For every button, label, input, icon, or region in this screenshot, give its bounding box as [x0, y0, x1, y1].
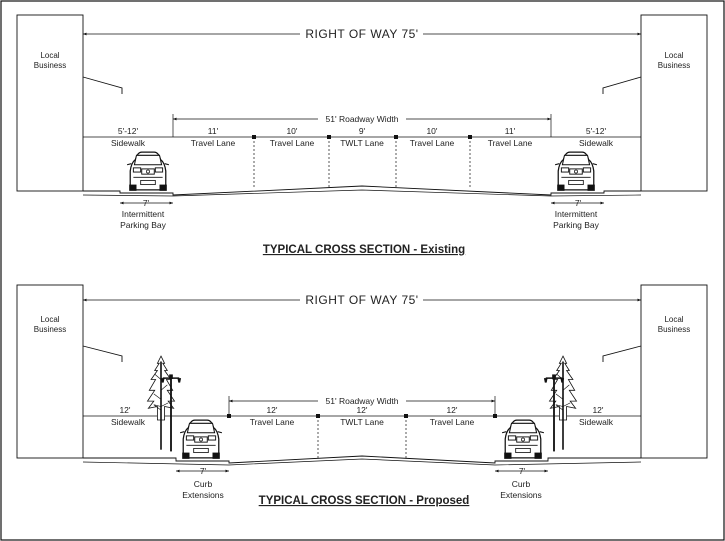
existing-left-parking-label-1: Intermittent — [122, 209, 165, 219]
proposed-right-curb-label-2: Extensions — [500, 490, 542, 500]
existing-right-parking-dim-label: 7' — [575, 198, 582, 208]
existing-road-profile — [83, 185, 641, 196]
proposed-right-business-label-2: Business — [658, 325, 690, 334]
existing-right-business-building — [640, 14, 708, 192]
existing-roadway-width-label: 51' Roadway Width — [326, 114, 399, 124]
existing-left-parking-label-2: Parking Bay — [120, 220, 167, 230]
proposed-right-business-building — [640, 284, 708, 459]
existing-lane-dividers — [252, 135, 472, 189]
proposed-lane-dividers — [227, 414, 497, 458]
existing-lane-name: Travel Lane — [410, 138, 455, 148]
proposed-right-awning — [602, 345, 642, 362]
existing-lane-dim: 9' — [359, 126, 366, 136]
proposed-lane-dim: 12' — [356, 405, 367, 415]
existing-section: Local Business Local Business RIGHT OF W… — [16, 14, 708, 256]
proposed-right-of-way-label: RIGHT OF WAY 75' — [305, 293, 418, 307]
existing-lane-name: Travel Lane — [488, 138, 533, 148]
proposed-right-business-label-1: Local — [664, 315, 683, 324]
existing-lane-name: Travel Lane — [191, 138, 236, 148]
existing-left-business-label-1: Local — [40, 51, 59, 60]
proposed-right-curb-dim-label: 7' — [519, 466, 526, 476]
existing-left-business-label-2: Business — [34, 61, 66, 70]
existing-left-business-building — [16, 14, 84, 192]
proposed-lane-name: Sidewalk — [111, 417, 146, 427]
proposed-left-business-label-2: Business — [34, 325, 66, 334]
existing-lane-labels: 5'-12' Sidewalk 11' Travel Lane 10' Trav… — [111, 126, 614, 148]
proposed-right-curb-label-1: Curb — [512, 479, 531, 489]
existing-caption: TYPICAL CROSS SECTION - Existing — [263, 244, 465, 256]
proposed-lane-name: TWLT Lane — [340, 417, 384, 427]
existing-left-parked-car — [126, 151, 170, 192]
proposed-lane-dim: 12' — [592, 405, 603, 415]
proposed-roadway-width-label: 51' Roadway Width — [326, 396, 399, 406]
proposed-lane-labels: 12' Sidewalk 12' Travel Lane 12' TWLT La… — [111, 405, 614, 427]
proposed-caption: TYPICAL CROSS SECTION - Proposed — [259, 495, 470, 507]
existing-right-parking-label-1: Intermittent — [555, 209, 598, 219]
existing-right-business-label-2: Business — [658, 61, 690, 70]
existing-left-parking-dim-label: 7' — [143, 198, 150, 208]
proposed-lane-name: Travel Lane — [430, 417, 475, 427]
existing-lane-dim: 11' — [208, 126, 219, 136]
existing-lane-name: TWLT Lane — [340, 138, 384, 148]
existing-right-awning — [602, 76, 642, 94]
existing-right-parked-car — [554, 151, 598, 192]
existing-right-parking-label-2: Parking Bay — [553, 220, 600, 230]
proposed-left-business-label-1: Local — [40, 315, 59, 324]
proposed-road-profile — [83, 455, 641, 464]
proposed-right-car — [501, 419, 545, 460]
proposed-lane-dim: 12' — [446, 405, 457, 415]
existing-right-of-way-label: RIGHT OF WAY 75' — [305, 27, 418, 41]
proposed-lane-dim: 12' — [266, 405, 277, 415]
proposed-lane-dim: 12' — [119, 405, 130, 415]
proposed-left-curb-label-2: Extensions — [182, 490, 224, 500]
existing-lane-dim: 5'-12' — [118, 126, 139, 136]
proposed-left-curb-dim-label: 7' — [200, 466, 207, 476]
proposed-left-car — [179, 419, 223, 460]
existing-lane-name: Sidewalk — [579, 138, 614, 148]
proposed-lane-name: Travel Lane — [250, 417, 295, 427]
existing-lane-name: Sidewalk — [111, 138, 146, 148]
existing-lane-dim: 5'-12' — [586, 126, 607, 136]
existing-left-awning — [82, 76, 123, 94]
existing-lane-dim: 10' — [426, 126, 437, 136]
existing-lane-name: Travel Lane — [270, 138, 315, 148]
existing-lane-dim: 11' — [505, 126, 516, 136]
proposed-left-awning — [82, 345, 123, 362]
proposed-lane-name: Sidewalk — [579, 417, 614, 427]
existing-right-business-label-1: Local — [664, 51, 683, 60]
proposed-road-base — [82, 458, 642, 466]
proposed-left-business-building — [16, 284, 84, 459]
existing-road-base — [82, 189, 642, 197]
proposed-left-curb-label-1: Curb — [194, 479, 213, 489]
proposed-section: Local Business Local Business RIGHT OF W… — [16, 284, 708, 507]
existing-lane-dim: 10' — [286, 126, 297, 136]
